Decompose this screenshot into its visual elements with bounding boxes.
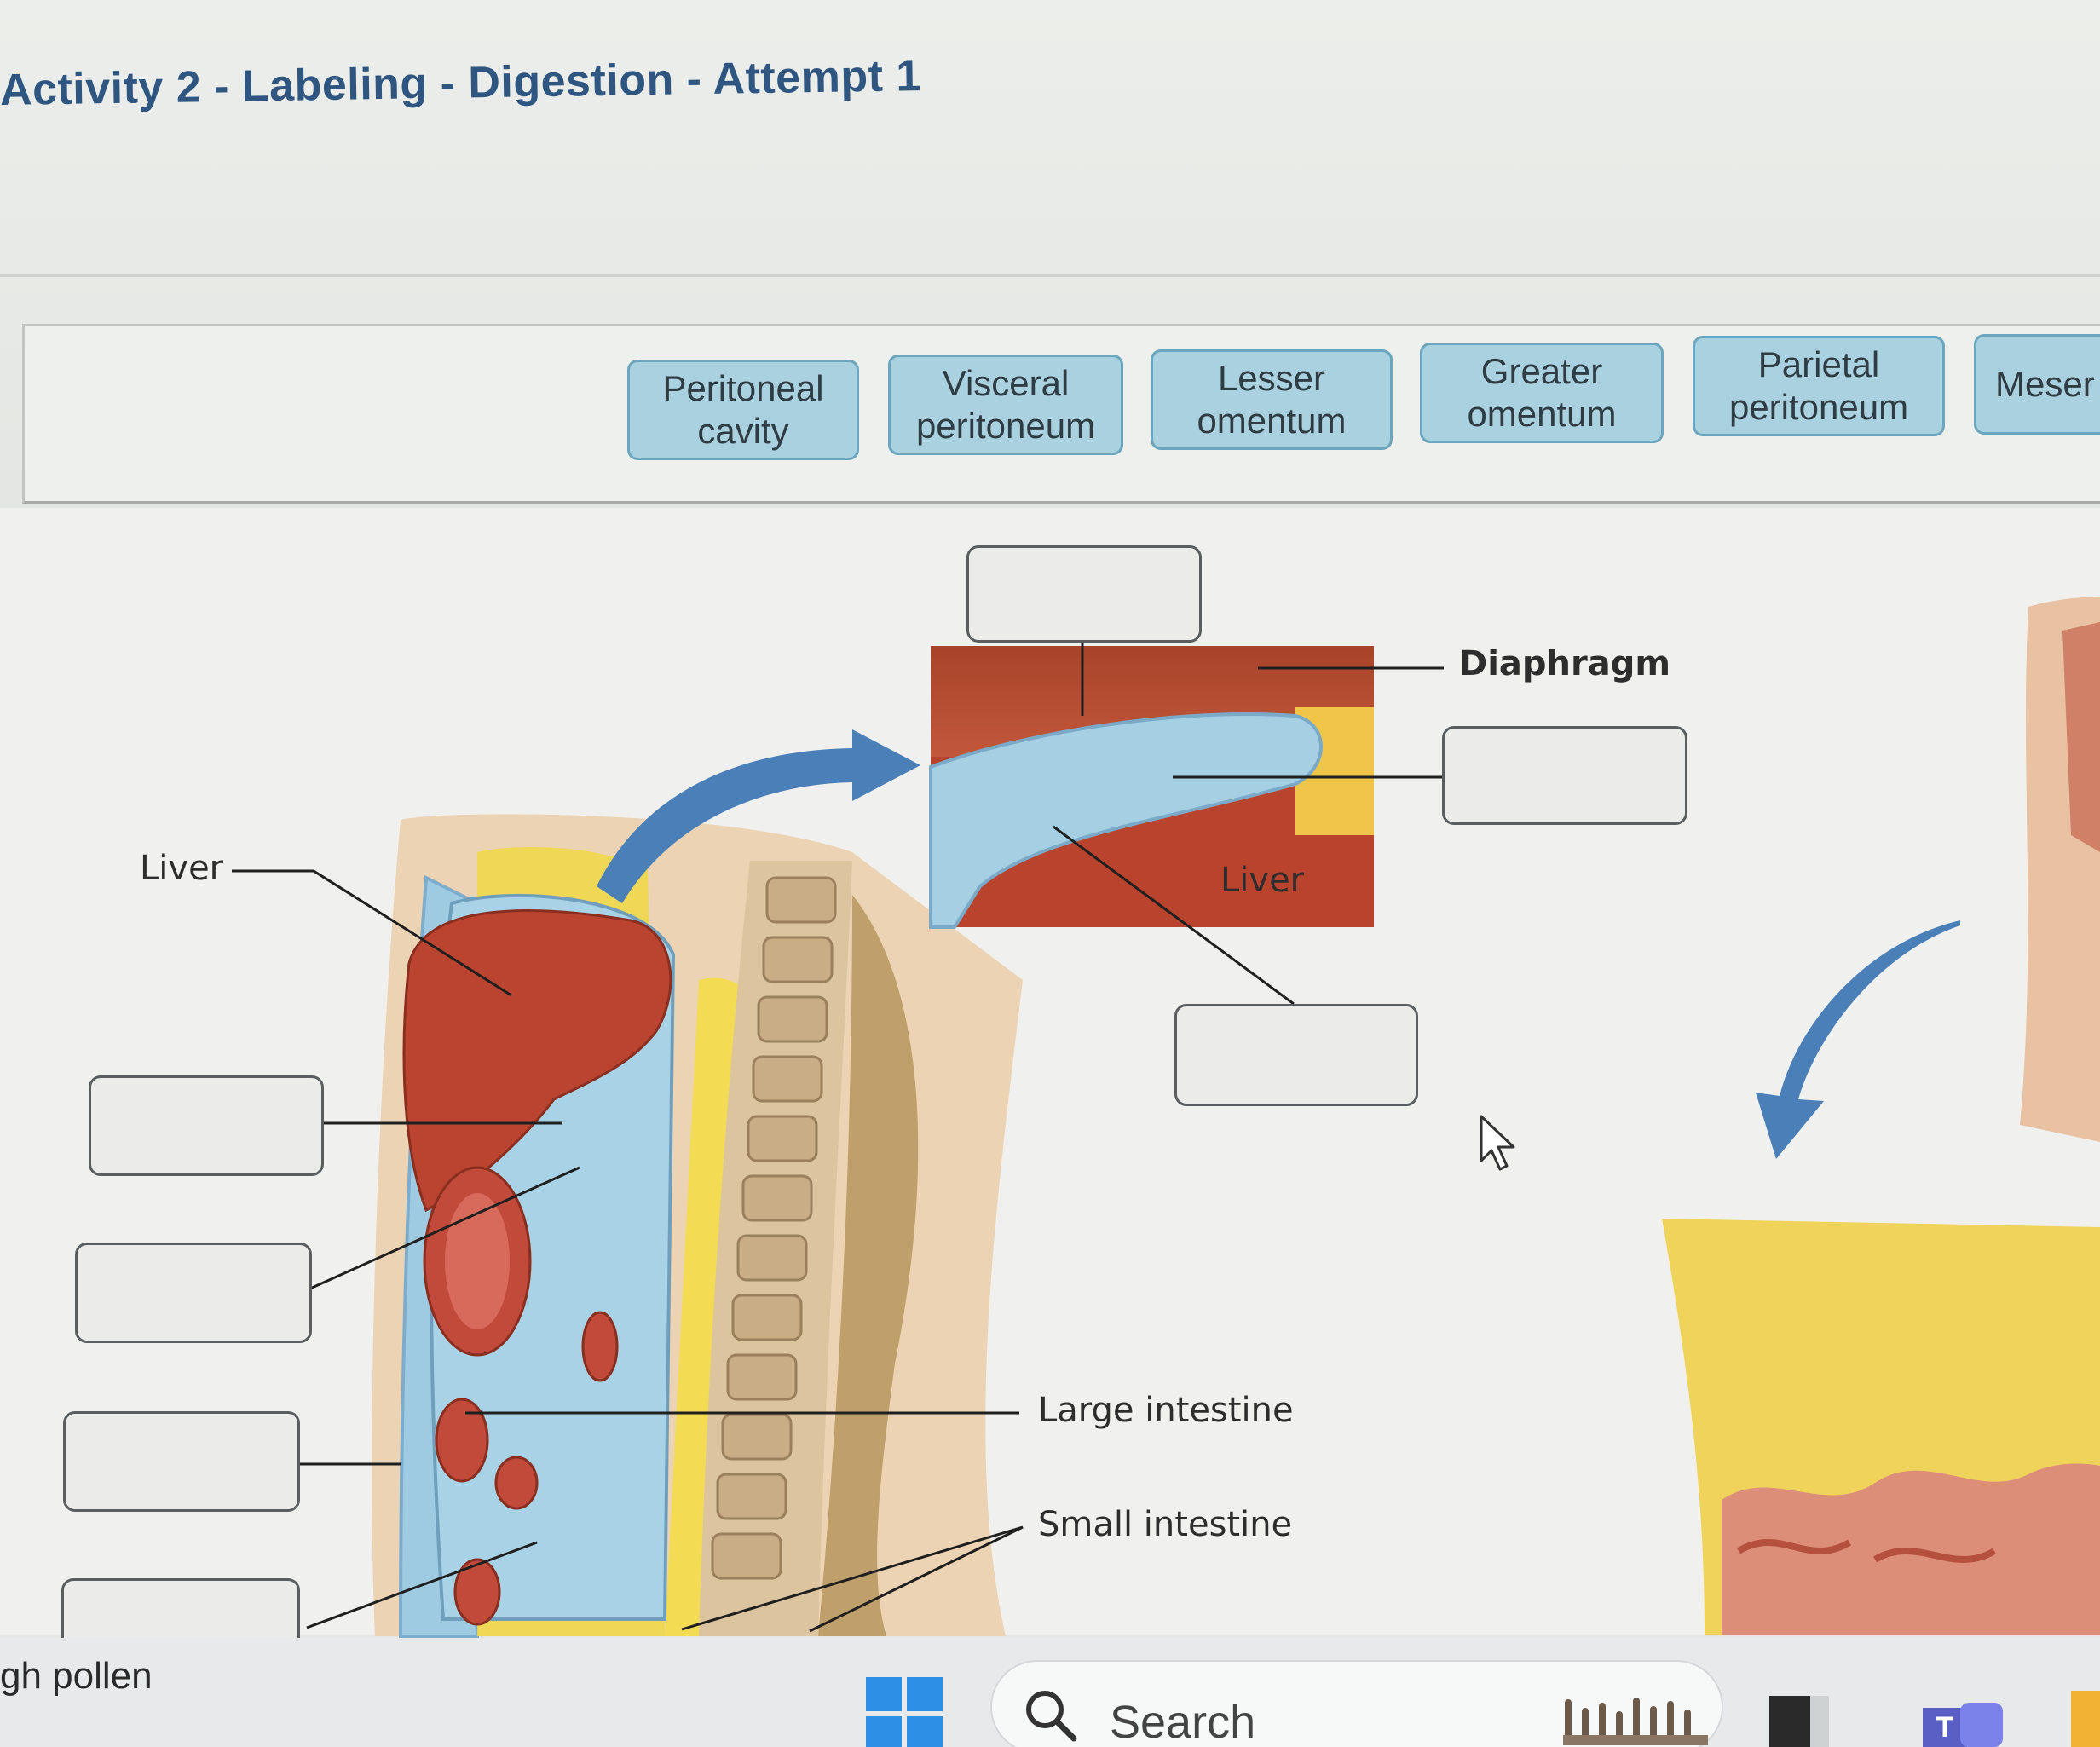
arrow-to-inset (597, 729, 920, 903)
label-chip-parietal-peritoneum[interactable]: Parietal peritoneum (1693, 336, 1945, 436)
label-inset-liver: Liver (1220, 861, 1305, 900)
leader-box-2 (309, 1166, 580, 1290)
leader-lines (232, 641, 1444, 1633)
intestine-loop (435, 1398, 489, 1483)
label-chip-peritoneal-cavity[interactable]: Peritoneal cavity (627, 360, 859, 460)
leader-liver (232, 869, 512, 997)
label-chip-greater-omentum[interactable]: Greater omentum (1420, 343, 1664, 443)
leader-small-intestine (681, 1525, 1024, 1631)
liver-shape (402, 909, 672, 1213)
mouse-cursor-icon (1480, 1115, 1515, 1171)
inset-peritoneum (929, 712, 1323, 929)
drop-target-left-3[interactable] (63, 1411, 300, 1512)
header-divider (0, 274, 2100, 277)
spinal-processes (818, 895, 919, 1636)
vertebrae (711, 876, 837, 1580)
task-view-icon[interactable] (1769, 1696, 1829, 1747)
file-explorer-icon[interactable] (2071, 1691, 2100, 1747)
label-liver: Liver (140, 849, 224, 888)
label-small-intestine: Small intestine (1038, 1505, 1293, 1544)
widget-icon[interactable] (1560, 1686, 1713, 1747)
search-placeholder: Search (1110, 1697, 1256, 1747)
leader-lower-box (1053, 825, 1295, 1006)
drop-target-left-2[interactable] (75, 1243, 312, 1343)
label-diaphragm: Diaphragm (1459, 644, 1671, 683)
leader-box-4 (306, 1541, 538, 1629)
search-icon (1026, 1691, 1077, 1742)
drop-target-left-4[interactable] (61, 1578, 300, 1638)
label-chip-mesentery[interactable]: Meser (1974, 334, 2100, 435)
drop-target-right[interactable] (1442, 726, 1688, 825)
drop-target-middle[interactable] (1174, 1004, 1418, 1106)
start-button[interactable] (866, 1677, 944, 1747)
drop-target-top[interactable] (966, 545, 1202, 643)
leader-small-intestine-2 (809, 1525, 1024, 1633)
arrow-right-side (1756, 920, 1960, 1159)
teams-icon[interactable]: T (1923, 1696, 2008, 1747)
drop-target-left-1[interactable] (89, 1075, 324, 1176)
weather-status-text: gh pollen (0, 1655, 153, 1697)
label-large-intestine: Large intestine (1038, 1391, 1294, 1430)
label-chip-visceral-peritoneum[interactable]: Visceral peritoneum (888, 355, 1123, 455)
windows-icon (866, 1677, 944, 1747)
inset-closeup (929, 646, 1374, 929)
label-chip-lesser-omentum[interactable]: Lesser omentum (1151, 349, 1393, 450)
